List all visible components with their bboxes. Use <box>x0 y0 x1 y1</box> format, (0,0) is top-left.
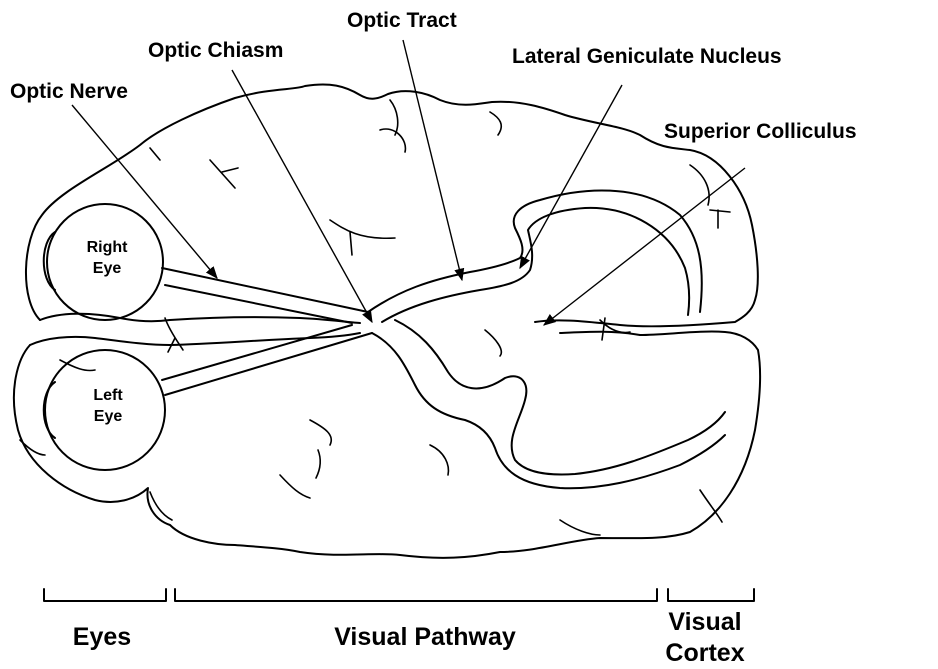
sulcus <box>210 160 238 188</box>
sulcus <box>165 318 183 352</box>
right-eye-label-line2: Eye <box>93 260 122 277</box>
sulcus <box>150 148 160 160</box>
superior-colliculus-label: Superior Colliculus <box>664 120 857 143</box>
eyes-bracket <box>44 589 166 601</box>
sulcus <box>310 420 331 478</box>
sulcus <box>710 210 730 228</box>
left-eye-label-line1: Left <box>93 387 123 404</box>
sulcus <box>430 445 448 475</box>
sulcus <box>485 330 501 356</box>
left-optic-tract-inner <box>395 320 725 474</box>
optic-nerve-label: Optic Nerve <box>10 80 128 103</box>
optic-chiasm-label: Optic Chiasm <box>148 39 283 62</box>
sulcus <box>600 318 630 340</box>
right-optic-nerve <box>162 268 368 323</box>
visual-pathway-section-label: Visual Pathway <box>334 623 516 651</box>
lgn-label: Lateral Geniculate Nucleus <box>512 45 782 68</box>
right-optic-tract <box>368 190 702 312</box>
sulcus <box>280 475 310 498</box>
left-eye-label-line2: Eye <box>94 408 123 425</box>
sulcus <box>150 492 172 520</box>
sulcus <box>560 520 600 535</box>
visual-cortex-section-label-line2: Cortex <box>665 639 744 667</box>
visual-pathway-bracket <box>175 589 657 601</box>
sulcus <box>380 129 405 152</box>
optic-tract-label: Optic Tract <box>347 9 457 32</box>
optic-tract-pointer <box>403 40 462 280</box>
visual-cortex-bracket <box>668 589 754 601</box>
sulcus <box>20 440 45 455</box>
eyes-section-label: Eyes <box>73 623 131 651</box>
optic-chiasm-pointer <box>232 70 372 322</box>
right-hemisphere-outline <box>26 84 758 326</box>
sulcus <box>490 112 501 135</box>
visual-cortex-section-label-line1: Visual <box>668 608 741 636</box>
left-optic-tract <box>372 333 725 488</box>
left-hemisphere-outline <box>14 332 760 558</box>
right-optic-tract-inner <box>382 208 689 322</box>
sulcus <box>330 220 395 255</box>
right-eye-label-line1: Right <box>87 239 129 256</box>
midline-lower <box>30 333 360 345</box>
lgn-pointer <box>520 85 622 268</box>
